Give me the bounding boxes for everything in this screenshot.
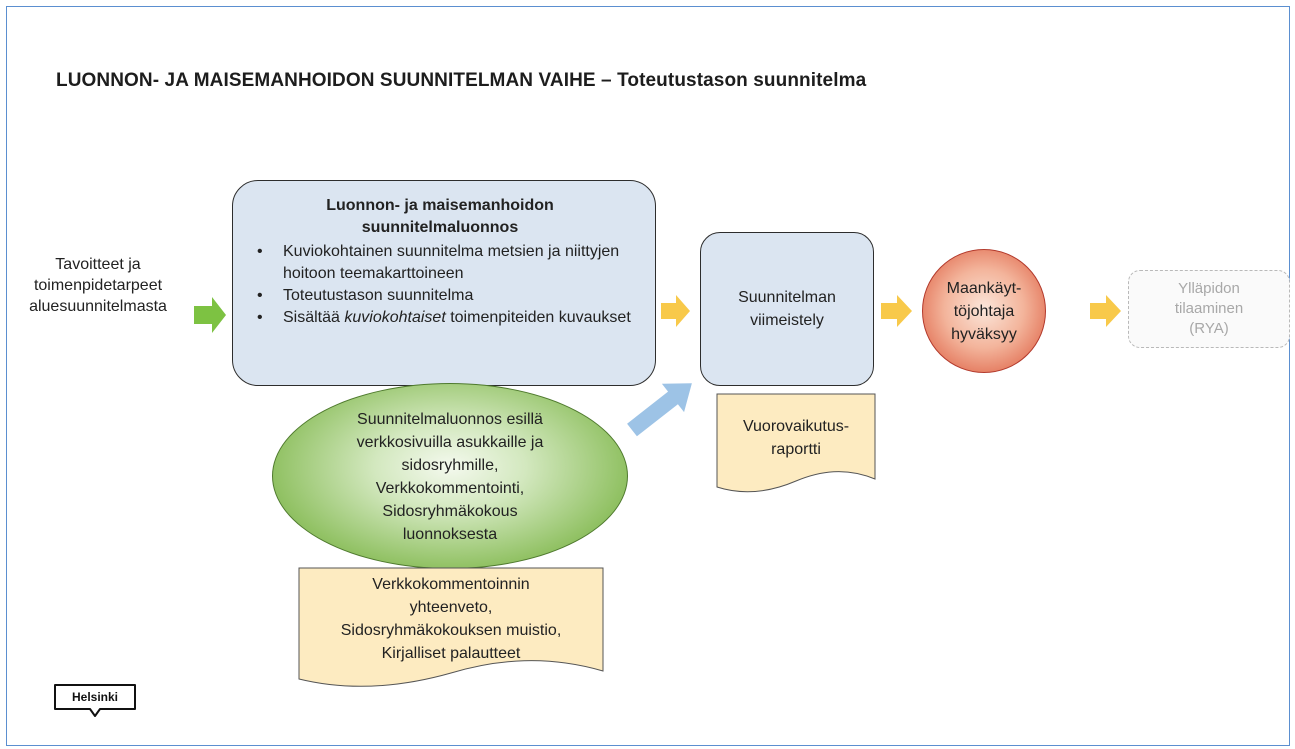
finalize-plan-box: Suunnitelman viimeistely	[700, 232, 874, 386]
maintenance-line-2: tilaaminen	[1174, 300, 1244, 317]
approval-circle: Maankäyt- töjohtaja hyväksyy	[922, 249, 1046, 373]
summary-document-shape	[298, 567, 604, 687]
summary-line-4: Kirjalliset palautteet	[381, 645, 521, 662]
finalize-line-2: viimeistely	[750, 312, 824, 329]
yellow-arrow-icon-2	[881, 295, 912, 327]
report-line-1: Vuorovaikutus-	[742, 418, 850, 435]
approval-line-3: hyväksyy	[951, 325, 1017, 343]
summary-line-3: Sidosryhmäkokouksen muistio,	[340, 622, 562, 639]
draft-bullet-list: Kuviokohtainen suunnitelma metsien ja ni…	[257, 241, 637, 329]
goals-line-1: Tavoitteet ja	[55, 256, 141, 273]
finalize-line-1: Suunnitelman	[738, 289, 836, 306]
goals-line-3: aluesuunnitelmasta	[29, 298, 167, 315]
yellow-arrow-icon-3	[1090, 295, 1121, 327]
helsinki-logo-bubble-icon	[54, 684, 136, 717]
online-line-5: Sidosryhmäkokous	[382, 503, 518, 520]
goals-line-2: toimenpidetarpeet	[33, 277, 163, 294]
maintenance-order-box: Ylläpidon tilaaminen (RYA)	[1128, 270, 1290, 348]
summary-document-text: Verkkokommentoinnin yhteenveto, Sidosryh…	[298, 573, 604, 665]
maintenance-line-3: (RYA)	[1189, 320, 1229, 337]
goals-label: Tavoitteet ja toimenpidetarpeet aluesuun…	[0, 254, 196, 317]
draft-heading-line-2: suunnitelmaluonnos	[361, 219, 519, 236]
draft-bullet-3: Sisältää kuviokohtaiset toimenpiteiden k…	[257, 307, 637, 329]
report-document-shape	[716, 393, 876, 493]
draft-bullet-3-pre: Sisältää	[283, 309, 345, 326]
approval-line-1: Maankäyt-	[946, 279, 1022, 297]
report-document: Vuorovaikutus- raportti	[716, 393, 876, 495]
approval-line-2: töjohtaja	[953, 302, 1015, 320]
maintenance-line-1: Ylläpidon	[1178, 280, 1240, 297]
draft-heading: Luonnon- ja maisemanhoidon suunnitelmalu…	[257, 195, 637, 239]
draft-plan-box: Luonnon- ja maisemanhoidon suunnitelmalu…	[232, 180, 656, 386]
report-document-text: Vuorovaikutus- raportti	[716, 415, 876, 461]
summary-line-2: yhteenveto,	[409, 599, 493, 616]
helsinki-logo: Helsinki	[52, 683, 138, 717]
blue-arrow-icon	[627, 383, 692, 437]
summary-line-1: Verkkokommentoinnin	[372, 576, 530, 593]
diagram-title: LUONNON- JA MAISEMANHOIDON SUUNNITELMAN …	[56, 70, 867, 91]
yellow-arrow-icon-1	[661, 295, 690, 327]
green-arrow-icon	[194, 297, 226, 333]
online-line-3: sidosryhmille,	[401, 457, 499, 474]
summary-document: Verkkokommentoinnin yhteenveto, Sidosryh…	[298, 567, 604, 689]
helsinki-logo-text: Helsinki	[71, 690, 119, 704]
online-line-2: verkkosivuilla asukkaille ja	[356, 434, 544, 451]
online-consultation-ellipse: Suunnitelmaluonnos esillä verkkosivuilla…	[272, 383, 628, 569]
draft-bullet-2: Toteutustason suunnitelma	[257, 285, 637, 307]
online-line-4: Verkkokommentointi,	[375, 480, 525, 497]
online-line-1: Suunnitelmaluonnos esillä	[357, 411, 543, 428]
online-line-6: luonnoksesta	[402, 526, 498, 543]
draft-bullet-1: Kuviokohtainen suunnitelma metsien ja ni…	[257, 241, 637, 285]
draft-bullet-3-emphasis: kuviokohtaiset	[344, 309, 446, 326]
draft-bullet-3-post: toimenpiteiden kuvaukset	[445, 309, 631, 326]
report-line-2: raportti	[771, 441, 821, 458]
draft-heading-line-1: Luonnon- ja maisemanhoidon	[326, 197, 554, 214]
